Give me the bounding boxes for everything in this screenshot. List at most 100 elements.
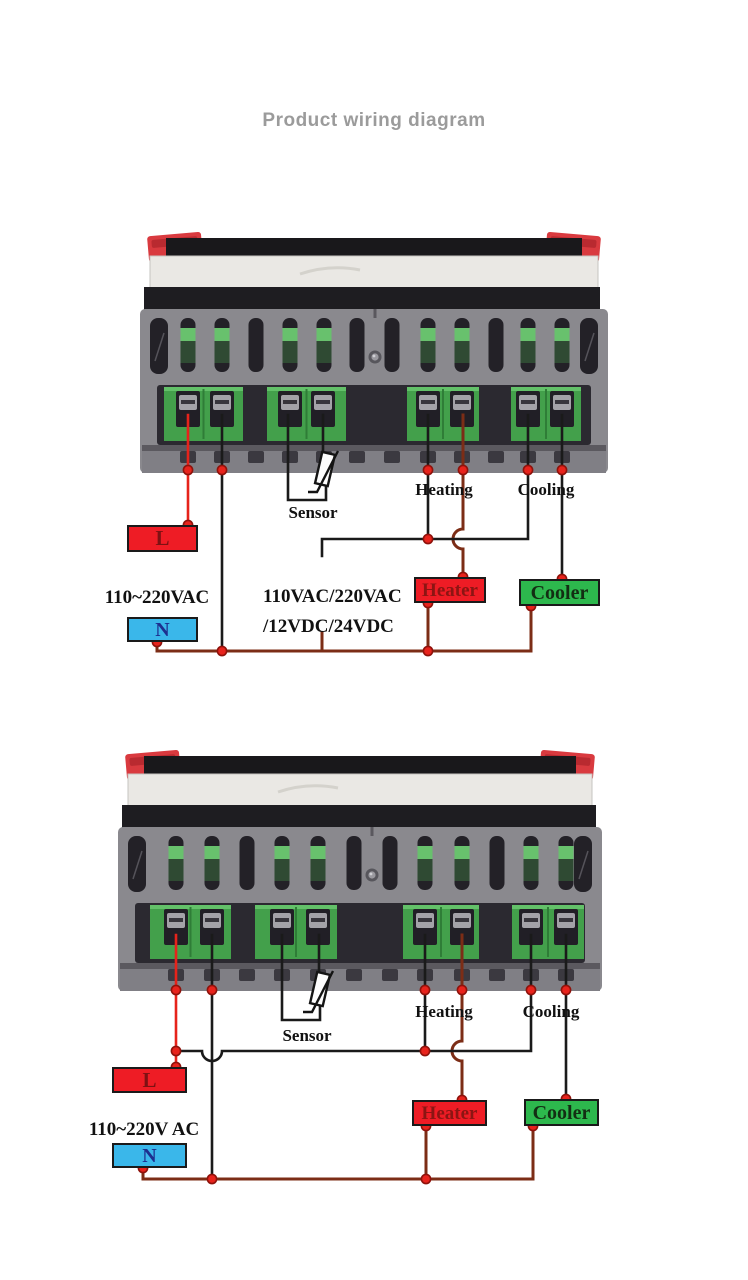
heating-label-1: Heating	[415, 480, 473, 499]
case-bottom-strip	[120, 963, 600, 991]
junction-dot	[419, 1045, 431, 1057]
terminal-block	[255, 905, 337, 959]
wiring-unit2	[137, 933, 572, 1185]
vent-slot	[454, 318, 470, 372]
terminal-block	[511, 387, 581, 441]
junction-dot	[422, 533, 434, 545]
wire-sensor-loop-2	[280, 933, 322, 1022]
junction-dot	[560, 984, 572, 996]
vent-slot-green	[420, 328, 436, 341]
junction-dot	[525, 984, 537, 996]
label-band	[127, 773, 593, 808]
terminal-recess	[135, 903, 585, 963]
device-photo-unit2	[118, 749, 602, 991]
terminal-block	[150, 905, 231, 959]
terminal-block	[403, 905, 479, 959]
junction-dot	[456, 984, 468, 996]
terminal-screw	[413, 909, 437, 945]
side-vent-slot	[574, 836, 592, 892]
junction-dot	[457, 464, 469, 476]
terminal-screw	[450, 391, 474, 427]
vent-slot	[316, 318, 332, 372]
vent-slot	[489, 836, 505, 890]
case-foot-notch	[558, 969, 574, 981]
case-foot-notch	[274, 969, 290, 981]
case-foot-notch	[454, 969, 470, 981]
mains-supply-label-2: 110~220V AC	[88, 1119, 200, 1140]
case-foot-notch	[239, 969, 255, 981]
vent-slot	[520, 318, 536, 372]
bezel-lower-band	[122, 805, 596, 828]
junction-dot	[216, 464, 228, 476]
case-foot-notch	[520, 451, 536, 463]
terminal-block	[512, 905, 584, 959]
label-band-mark	[277, 784, 339, 794]
case-foot-notch	[382, 969, 398, 981]
vent-slot-green	[282, 328, 298, 341]
terminal-screw	[550, 391, 574, 427]
case-foot-notch	[488, 451, 504, 463]
terminal-screw	[554, 909, 578, 945]
case-foot-notch	[180, 451, 196, 463]
wire-sensor-loop-1	[286, 413, 328, 502]
vent-slot-green	[316, 328, 332, 341]
vent-slot	[274, 836, 290, 890]
vent-slot	[310, 836, 326, 890]
page-title: Product wiring diagram	[262, 110, 486, 131]
terminal-screw	[516, 391, 540, 427]
mounting-clip-icon	[147, 231, 601, 263]
live-terminal-box-2: L	[112, 1067, 187, 1093]
terminal-screw	[200, 909, 224, 945]
label-band	[149, 255, 599, 290]
junction-dot	[522, 464, 534, 476]
vent-slot-green	[274, 846, 290, 859]
bezel-lower-band	[144, 287, 600, 310]
case-bottom-strip	[142, 445, 606, 473]
vent-slot	[417, 836, 433, 890]
terminal-screw	[450, 909, 474, 945]
terminal-screw	[311, 391, 335, 427]
vent-slot-green	[180, 328, 196, 341]
vent-slot-green	[310, 846, 326, 859]
vent-slot	[204, 836, 220, 890]
case-foot-notch	[204, 969, 220, 981]
side-vent-slot	[150, 318, 168, 374]
heater-box-2: Heater	[412, 1100, 487, 1126]
case-foot-notch	[248, 451, 264, 463]
vent-slot	[248, 318, 264, 372]
junction-dot	[170, 1045, 182, 1057]
thermistor-icon	[308, 450, 340, 494]
device-photo-unit1	[140, 231, 608, 473]
cooling-label-2: Cooling	[522, 1002, 580, 1021]
vent-slot	[239, 836, 255, 890]
case-foot-notch	[554, 451, 570, 463]
vent-slot	[346, 836, 362, 890]
sensor-label-2: Sensor	[282, 1026, 332, 1045]
neutral-terminal-box-1: N	[127, 617, 198, 642]
vent-slot-green	[454, 328, 470, 341]
vent-slot	[180, 318, 196, 372]
vent-slot	[488, 318, 504, 372]
vent-slot-green	[204, 846, 220, 859]
vent-slot	[382, 836, 398, 890]
vent-slot	[168, 836, 184, 890]
vent-slot	[349, 318, 365, 372]
junction-dot	[556, 464, 568, 476]
junction-dot	[206, 1173, 218, 1185]
cooler-box-2: Cooler	[524, 1099, 599, 1126]
junction-dot	[422, 645, 434, 657]
mains-supply-label-1: 110~220VAC	[104, 587, 210, 608]
case-foot-notch	[384, 451, 400, 463]
terminal-block	[164, 387, 243, 441]
case-seam	[370, 827, 374, 836]
vent-slot-green	[523, 846, 539, 859]
case-foot-notch	[346, 969, 362, 981]
terminal-screw	[176, 391, 200, 427]
vent-slot-green	[454, 846, 470, 859]
mounting-clip-icon	[125, 749, 595, 781]
terminal-recess	[157, 385, 591, 445]
terminal-screw	[164, 909, 188, 945]
vent-slot	[282, 318, 298, 372]
case-body	[140, 309, 608, 473]
